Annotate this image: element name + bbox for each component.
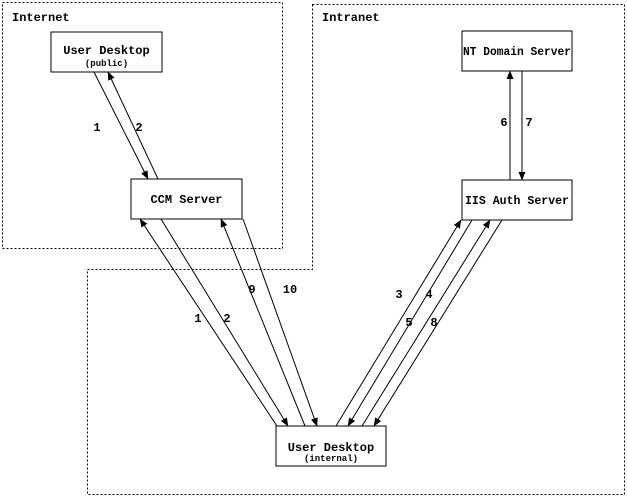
intranet-zone-border — [87, 4, 625, 495]
flow-label-2-public: 2 — [135, 121, 142, 135]
flow-line-1-internal-desktop-to-ccm — [139, 218, 278, 427]
nt-domain-server-box — [461, 30, 573, 72]
user-desktop-public-box — [50, 31, 163, 73]
flow-line-9-internal-desktop-to-ccm — [220, 218, 306, 427]
node-user-desktop-public: User Desktop (public) — [50, 31, 163, 73]
flow-line-4-iis-to-internal-desktop — [347, 219, 473, 427]
flow-label-2-internal: 2 — [223, 312, 230, 326]
flow-label-4: 4 — [425, 288, 432, 302]
nt-domain-server-title: NT Domain Server — [463, 45, 571, 59]
user-desktop-internal-subtitle: (internal) — [304, 454, 358, 464]
flow-line-5-internal-desktop-to-iis — [361, 219, 491, 427]
flow-label-9: 9 — [248, 283, 255, 297]
flow-line-2-ccm-to-internal-desktop — [160, 218, 289, 427]
flow-label-8: 8 — [430, 316, 437, 330]
flow-label-3: 3 — [395, 288, 402, 302]
internet-zone-border — [2, 2, 283, 249]
flow-label-10: 10 — [283, 283, 297, 297]
flow-line-1-public-desktop-to-ccm — [93, 71, 149, 180]
flow-label-7: 7 — [525, 116, 532, 130]
internet-zone-label: Internet — [12, 11, 70, 25]
ccm-server-box — [130, 178, 243, 220]
flow-line-2-ccm-to-public-desktop — [107, 71, 159, 180]
flow-label-1-public: 1 — [93, 121, 100, 135]
flow-line-3-internal-desktop-to-iis — [335, 219, 462, 427]
iis-auth-server-box — [461, 179, 573, 221]
user-desktop-public-subtitle: (public) — [85, 59, 128, 69]
ccm-server-title: CCM Server — [150, 193, 222, 207]
user-desktop-public-title: User Desktop — [63, 44, 149, 58]
flow-line-8-iis-to-internal-desktop — [373, 219, 503, 427]
flow-label-5: 5 — [405, 316, 412, 330]
flow-label-1-internal: 1 — [194, 312, 201, 326]
node-ccm-server: CCM Server — [130, 178, 243, 220]
user-desktop-internal-title: User Desktop — [288, 441, 374, 455]
node-iis-auth-server: IIS Auth Server — [461, 179, 573, 221]
iis-auth-server-title: IIS Auth Server — [465, 194, 569, 208]
node-user-desktop-internal: User Desktop (internal) — [275, 425, 387, 467]
intranet-zone-label: Intranet — [322, 11, 380, 25]
node-nt-domain-server: NT Domain Server — [461, 30, 573, 72]
flow-line-10-ccm-to-internal-desktop — [242, 218, 318, 427]
user-desktop-internal-box — [275, 425, 387, 467]
flow-label-6: 6 — [500, 116, 507, 130]
